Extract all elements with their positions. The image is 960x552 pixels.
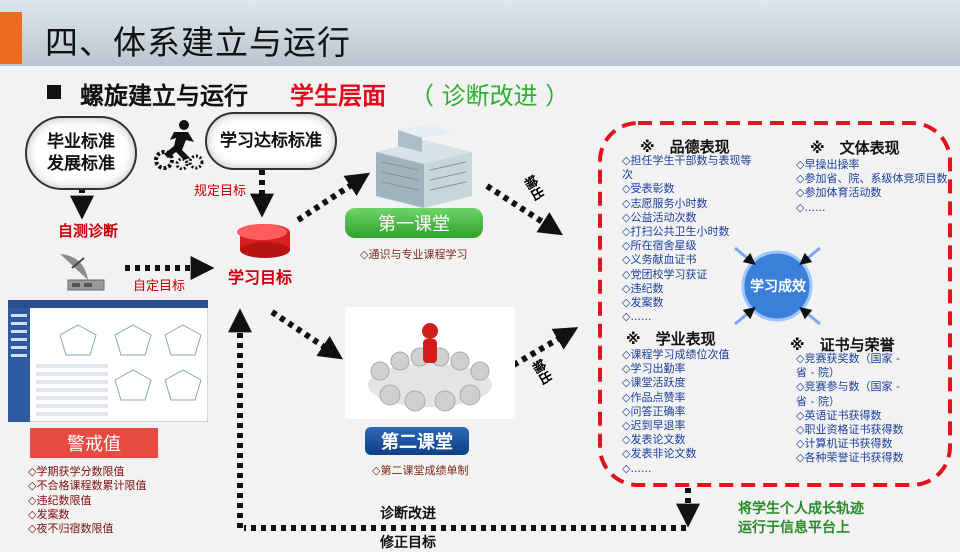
diagram-connectors — [70, 121, 952, 531]
list-item: ◇发表论文数 — [622, 433, 686, 447]
results-frame — [598, 121, 952, 487]
bullet-square-icon — [47, 85, 61, 99]
learning-goal-label: 学习目标 — [228, 268, 293, 287]
warning-list: ◇学期获学分数限值 ◇不合格课程数累计限值 ◇违纪数限值 ◇发案数 ◇夜不归宿数… — [28, 465, 146, 536]
list-item: ◇发表非论文数 — [622, 447, 697, 461]
accent-bar — [0, 12, 22, 64]
learning-result-label: 学习成效 — [750, 279, 806, 295]
list-item: 省 - 院） — [796, 366, 840, 380]
set-goal-label: 规定目标 — [194, 184, 247, 199]
dashboard-thumbnail — [8, 300, 208, 422]
converging-arrows — [734, 246, 821, 326]
group-figures-image — [345, 307, 515, 419]
list-item: ◇参加体育活动数 — [796, 186, 882, 200]
list-item: ◇迟到早退率 — [622, 419, 686, 433]
list-item: ◇义务献血证书 — [622, 253, 697, 267]
warning-item: ◇违纪数限值 — [28, 493, 92, 507]
moral-head: ※ 品德表现 — [640, 138, 730, 156]
arrow-first-output — [485, 183, 564, 236]
slide-header — [0, 0, 960, 66]
warning-item: ◇不合格课程数累计限值 — [28, 479, 147, 493]
list-item: ◇各种荣誉证书获得数 — [796, 451, 904, 465]
list-item: 省 - 院） — [796, 394, 840, 408]
academic-head: ※ 学业表现 — [626, 330, 716, 348]
subtitle-main: 螺旋建立与运行 — [80, 82, 248, 110]
first-class-note: ◇通识与专业课程学习 — [360, 248, 468, 261]
revise-goal-label: 修正目标 — [380, 535, 436, 551]
list-item: ◇竞赛参与数（国家 - — [796, 380, 900, 394]
list-item: ◇违纪数 — [622, 281, 664, 295]
list-item: ◇学习出勤率 — [622, 362, 686, 376]
list-item: ◇竞赛获奖数（国家 - — [796, 352, 900, 365]
database-icon — [237, 224, 290, 258]
certificates-head: ※ 证书与荣誉 — [790, 336, 895, 354]
warning-value-badge: 警戒值 — [30, 428, 158, 458]
list-item: ◇参加省、院、系级体竞项目数 — [796, 172, 948, 186]
list-item: ◇公益活动次数 — [622, 210, 697, 224]
self-diagnosis-label: 自测诊断 — [58, 222, 119, 240]
list-item: ◇发案数 — [622, 296, 664, 310]
list-item: ◇英语证书获得数 — [796, 408, 882, 422]
list-item: ◇课程学习成绩位次值 — [622, 348, 730, 361]
warning-item: ◇夜不归宿数限值 — [28, 522, 114, 536]
list-item: ◇早操出操率 — [796, 158, 860, 171]
satellite-dish-icon — [60, 254, 105, 291]
list-item: ◇...... — [622, 461, 652, 475]
slide-title: 四、体系建立与运行 — [45, 23, 351, 62]
diagnose-improve-label: 诊断改进 — [380, 506, 436, 522]
subtitle-green: （ 诊断改进 ） — [410, 82, 570, 110]
list-item: ◇职业资格证书获得数 — [796, 423, 904, 437]
arrow-second-output — [503, 327, 579, 373]
list-item: ◇作品点赞率 — [622, 390, 686, 404]
list-item: ◇...... — [622, 310, 652, 324]
first-class-badge: 第一课堂 — [345, 208, 483, 238]
list-item: ◇...... — [796, 200, 826, 214]
learning-result-circle — [741, 250, 813, 322]
warning-item: ◇发案数 — [28, 507, 70, 521]
sports-head: ※ 文体表现 — [810, 139, 900, 157]
platform-note-line: 将学生个人成长轨迹 — [738, 501, 864, 517]
warning-item: ◇学期获学分数限值 — [28, 465, 125, 478]
list-item: ◇党团校学习获证 — [622, 267, 708, 281]
platform-note: 将学生个人成长轨迹 运行于信息平台上 — [738, 500, 864, 538]
arrow-goal-to-first-class — [296, 172, 371, 223]
platform-note-line: 运行于信息平台上 — [738, 520, 850, 536]
moral-list: ◇担任学生干部数与表现等 次 ◇受表彰数 ◇志愿服务小时数 ◇公益活动次数 ◇打… — [622, 154, 751, 324]
self-goal-label: 自定目标 — [133, 279, 186, 294]
graduation-standard-cloud: 毕业标准 发展标准 — [25, 116, 137, 190]
list-item: ◇志愿服务小时数 — [622, 196, 708, 210]
academic-list: ◇课程学习成绩位次值 ◇学习出勤率 ◇课堂活跃度 ◇作品点赞率 ◇问答正确率 ◇… — [622, 348, 729, 476]
list-item: ◇打扫公共卫生小时数 — [622, 225, 730, 239]
second-class-note: ◇第二课堂成绩单制 — [372, 464, 469, 477]
list-item: ◇课堂活跃度 — [622, 376, 686, 390]
certificates-list: ◇竞赛获奖数（国家 - 省 - 院） ◇竞赛参与数（国家 - 省 - 院） ◇英… — [796, 352, 903, 466]
list-item: ◇受表彰数 — [622, 182, 675, 196]
subtitle-red: 学生层面 — [290, 82, 386, 110]
second-class-badge: 第二课堂 — [365, 427, 469, 455]
list-item: ◇担任学生干部数与表现等 — [622, 154, 752, 167]
running-gears-icon — [154, 120, 204, 170]
list-item: ◇所在宿舍星级 — [622, 239, 697, 253]
server-cluster-image — [376, 124, 472, 208]
list-item: ◇计算机证书获得数 — [796, 437, 893, 451]
list-item: ◇问答正确率 — [622, 404, 686, 418]
list-item: 次 — [622, 168, 633, 182]
arrow-goal-to-second-class — [270, 309, 343, 360]
learning-standard-cloud: 学习达标标准 — [205, 112, 337, 170]
sports-list: ◇早操出操率 ◇参加省、院、系级体竞项目数 ◇参加体育活动数 ◇...... — [796, 158, 947, 215]
